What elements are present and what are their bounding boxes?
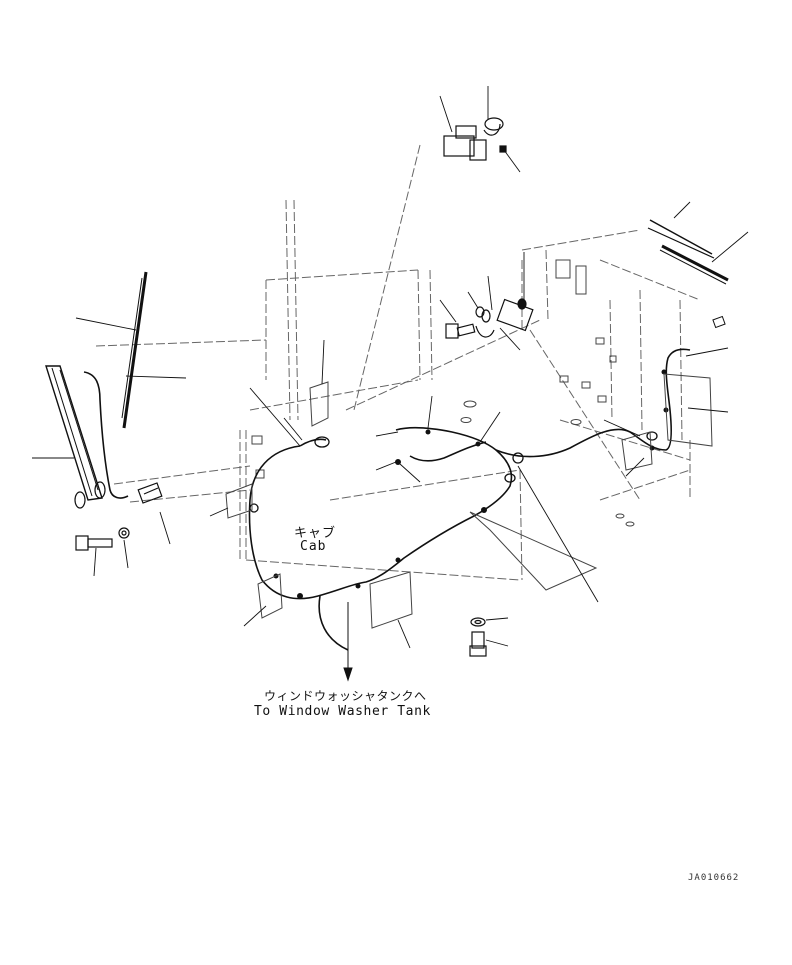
cab-label-en: Cab xyxy=(300,539,327,554)
hose-tags xyxy=(225,373,713,629)
leader-lines xyxy=(32,86,749,649)
frame-details xyxy=(251,259,635,527)
hose-loops xyxy=(249,431,658,513)
drawing-code: JA010662 xyxy=(688,873,740,883)
front-wiper xyxy=(45,271,148,509)
wiper-pivot xyxy=(137,482,163,504)
washer-tank-label-en: To Window Washer Tank xyxy=(254,704,431,719)
bolt-bottom xyxy=(469,617,487,657)
top-motor xyxy=(443,117,507,161)
bolt-left xyxy=(75,527,130,551)
cab-label-jp: キャブ xyxy=(294,526,337,541)
washer-tank-label-jp: ウィンドウォッシャタンクへ xyxy=(264,689,427,703)
washer-hose xyxy=(83,348,691,651)
rear-motor xyxy=(475,298,534,338)
rear-wiper xyxy=(647,219,729,329)
hose-clamps xyxy=(273,369,669,599)
cab-frame xyxy=(95,144,701,581)
tank-arrow xyxy=(343,602,353,682)
bolt-center xyxy=(445,306,485,339)
